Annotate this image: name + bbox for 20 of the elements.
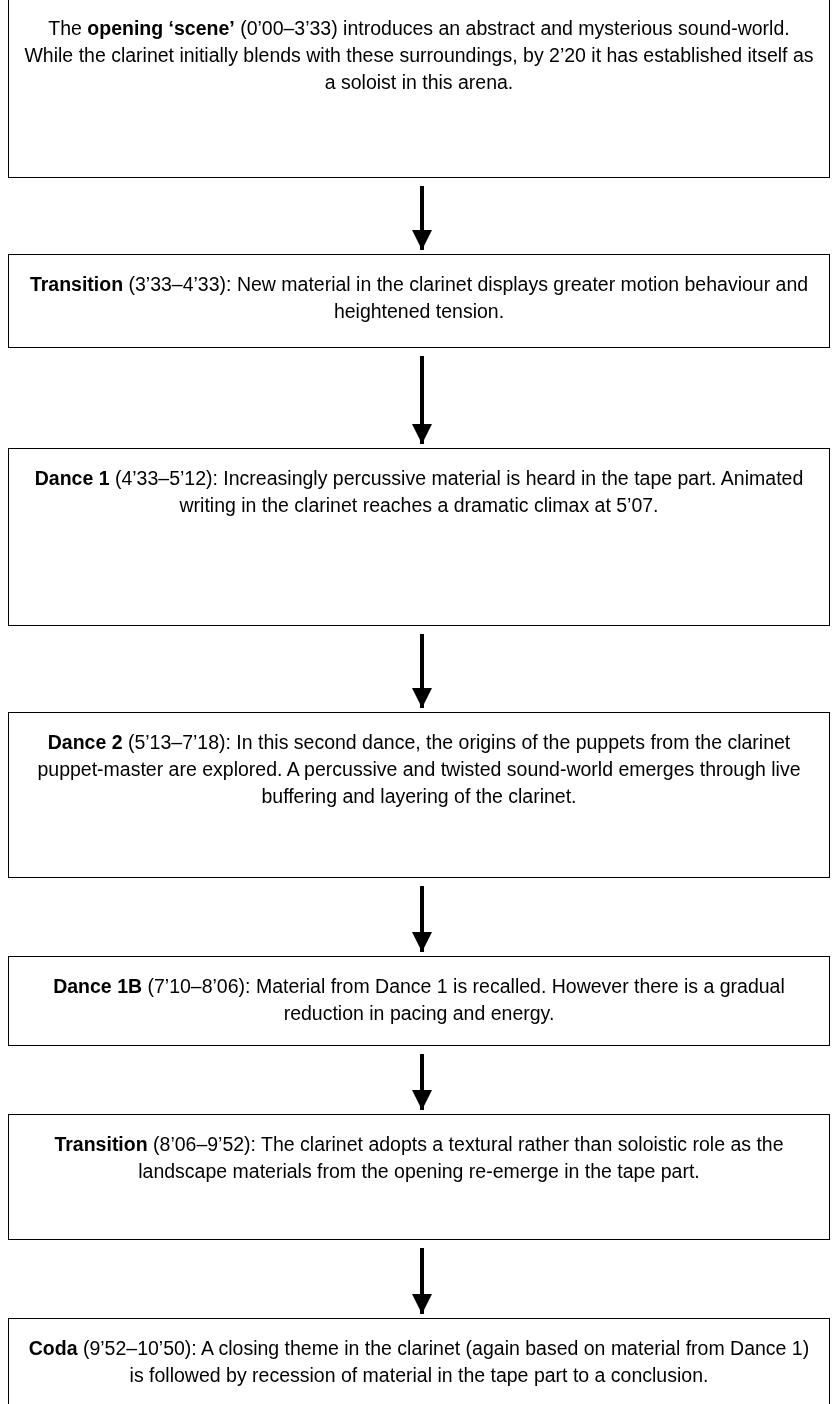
arrow — [412, 186, 432, 250]
process-box — [8, 254, 830, 348]
process-box — [8, 0, 830, 178]
description-text: Dance 2 (5’13–7’18): In this second dance, the origins of the puppets from the clarinet puppet-master are explored. A percussive and twisted sound-world emerges through live buffering and layering of the clarinet. — [36, 730, 802, 809]
description-text: Transition (8’06–9’52): The clarinet adopts a textural rather than soloistic role as the landscape materials from the opening re-emerge in the tape part. — [53, 1132, 785, 1184]
process-box — [8, 956, 830, 1046]
description-text: Coda (9’52–10’50): A closing theme in the clarinet (again based on material from Dance 1) is followed by recession of material in the tape part to a conclusion. — [27, 1336, 811, 1388]
arrow — [412, 634, 432, 708]
arrow — [412, 886, 432, 952]
process-box — [8, 712, 830, 878]
description-text: Dance 1B (7’10–8’06): Material from Dance 1 is recalled. However there is a gradual reduction in pacing and energy. — [52, 974, 786, 1026]
arrow — [412, 356, 432, 444]
arrow — [412, 1248, 432, 1314]
process-box — [8, 1114, 830, 1240]
description-text: The opening ‘scene’ (0’00–3’33) introduces an abstract and mysterious sound-world. While the clarinet initially blends with these surroundings, by 2’20 it has established itself as a soloist in this arena. — [23, 16, 815, 95]
description-text: Transition (3’33–4’33): New material in the clarinet displays greater motion behaviour and heightened tension. — [28, 272, 810, 324]
description-text: Dance 1 (4’33–5’12): Increasingly percussive material is heard in the tape part. Animated writing in the clarinet reaches a dramatic climax at 5’07. — [33, 466, 805, 518]
arrow — [412, 1054, 432, 1110]
process-box — [8, 1318, 830, 1404]
process-box — [8, 448, 830, 626]
